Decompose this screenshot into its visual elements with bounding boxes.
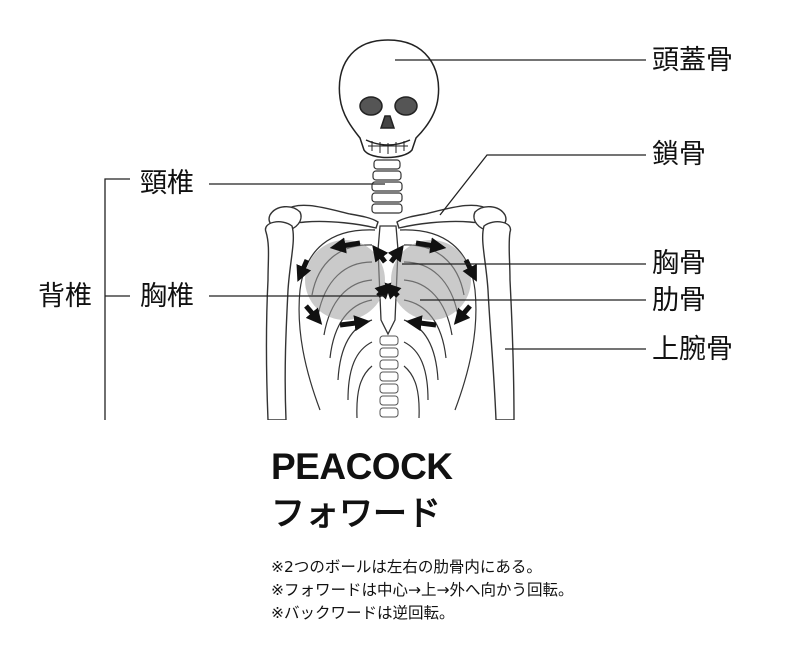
skeleton-diagram [104, 39, 646, 420]
shoulder-illustration [268, 204, 507, 231]
thoracic-spine-illustration [379, 335, 399, 418]
label-cervical: 頸椎 [140, 168, 194, 199]
right-ball [391, 240, 471, 320]
notes: ※2つのボールは左右の肋骨内にある。 ※フォワードは中心→上→外へ向かう回転。 … [271, 556, 573, 625]
label-spine: 背椎 [38, 281, 92, 312]
label-sternum: 胸骨 [652, 248, 706, 279]
label-skull: 頭蓋骨 [652, 45, 733, 76]
cervical-spine-illustration [371, 159, 403, 214]
note-item: ※バックワードは逆回転。 [271, 604, 455, 622]
skull-illustration [338, 39, 440, 159]
title-line2: フォワード [271, 494, 441, 534]
label-clavicle: 鎖骨 [652, 139, 706, 170]
rotation-arrows [296, 237, 477, 332]
label-thoracic: 胸椎 [140, 281, 194, 312]
note-item: ※フォワードは中心→上→外へ向かう回転。 [271, 581, 574, 599]
leader-lines [104, 59, 646, 420]
note-item: ※2つのボールは左右の肋骨内にある。 [271, 558, 542, 576]
humerus-illustration [264, 221, 515, 420]
label-humerus: 上腕骨 [652, 334, 733, 365]
left-ball [305, 240, 385, 320]
label-rib: 肋骨 [652, 285, 706, 316]
title-line1: PEACOCK [271, 446, 453, 487]
title-block: PEACOCK フォワード [271, 448, 453, 531]
